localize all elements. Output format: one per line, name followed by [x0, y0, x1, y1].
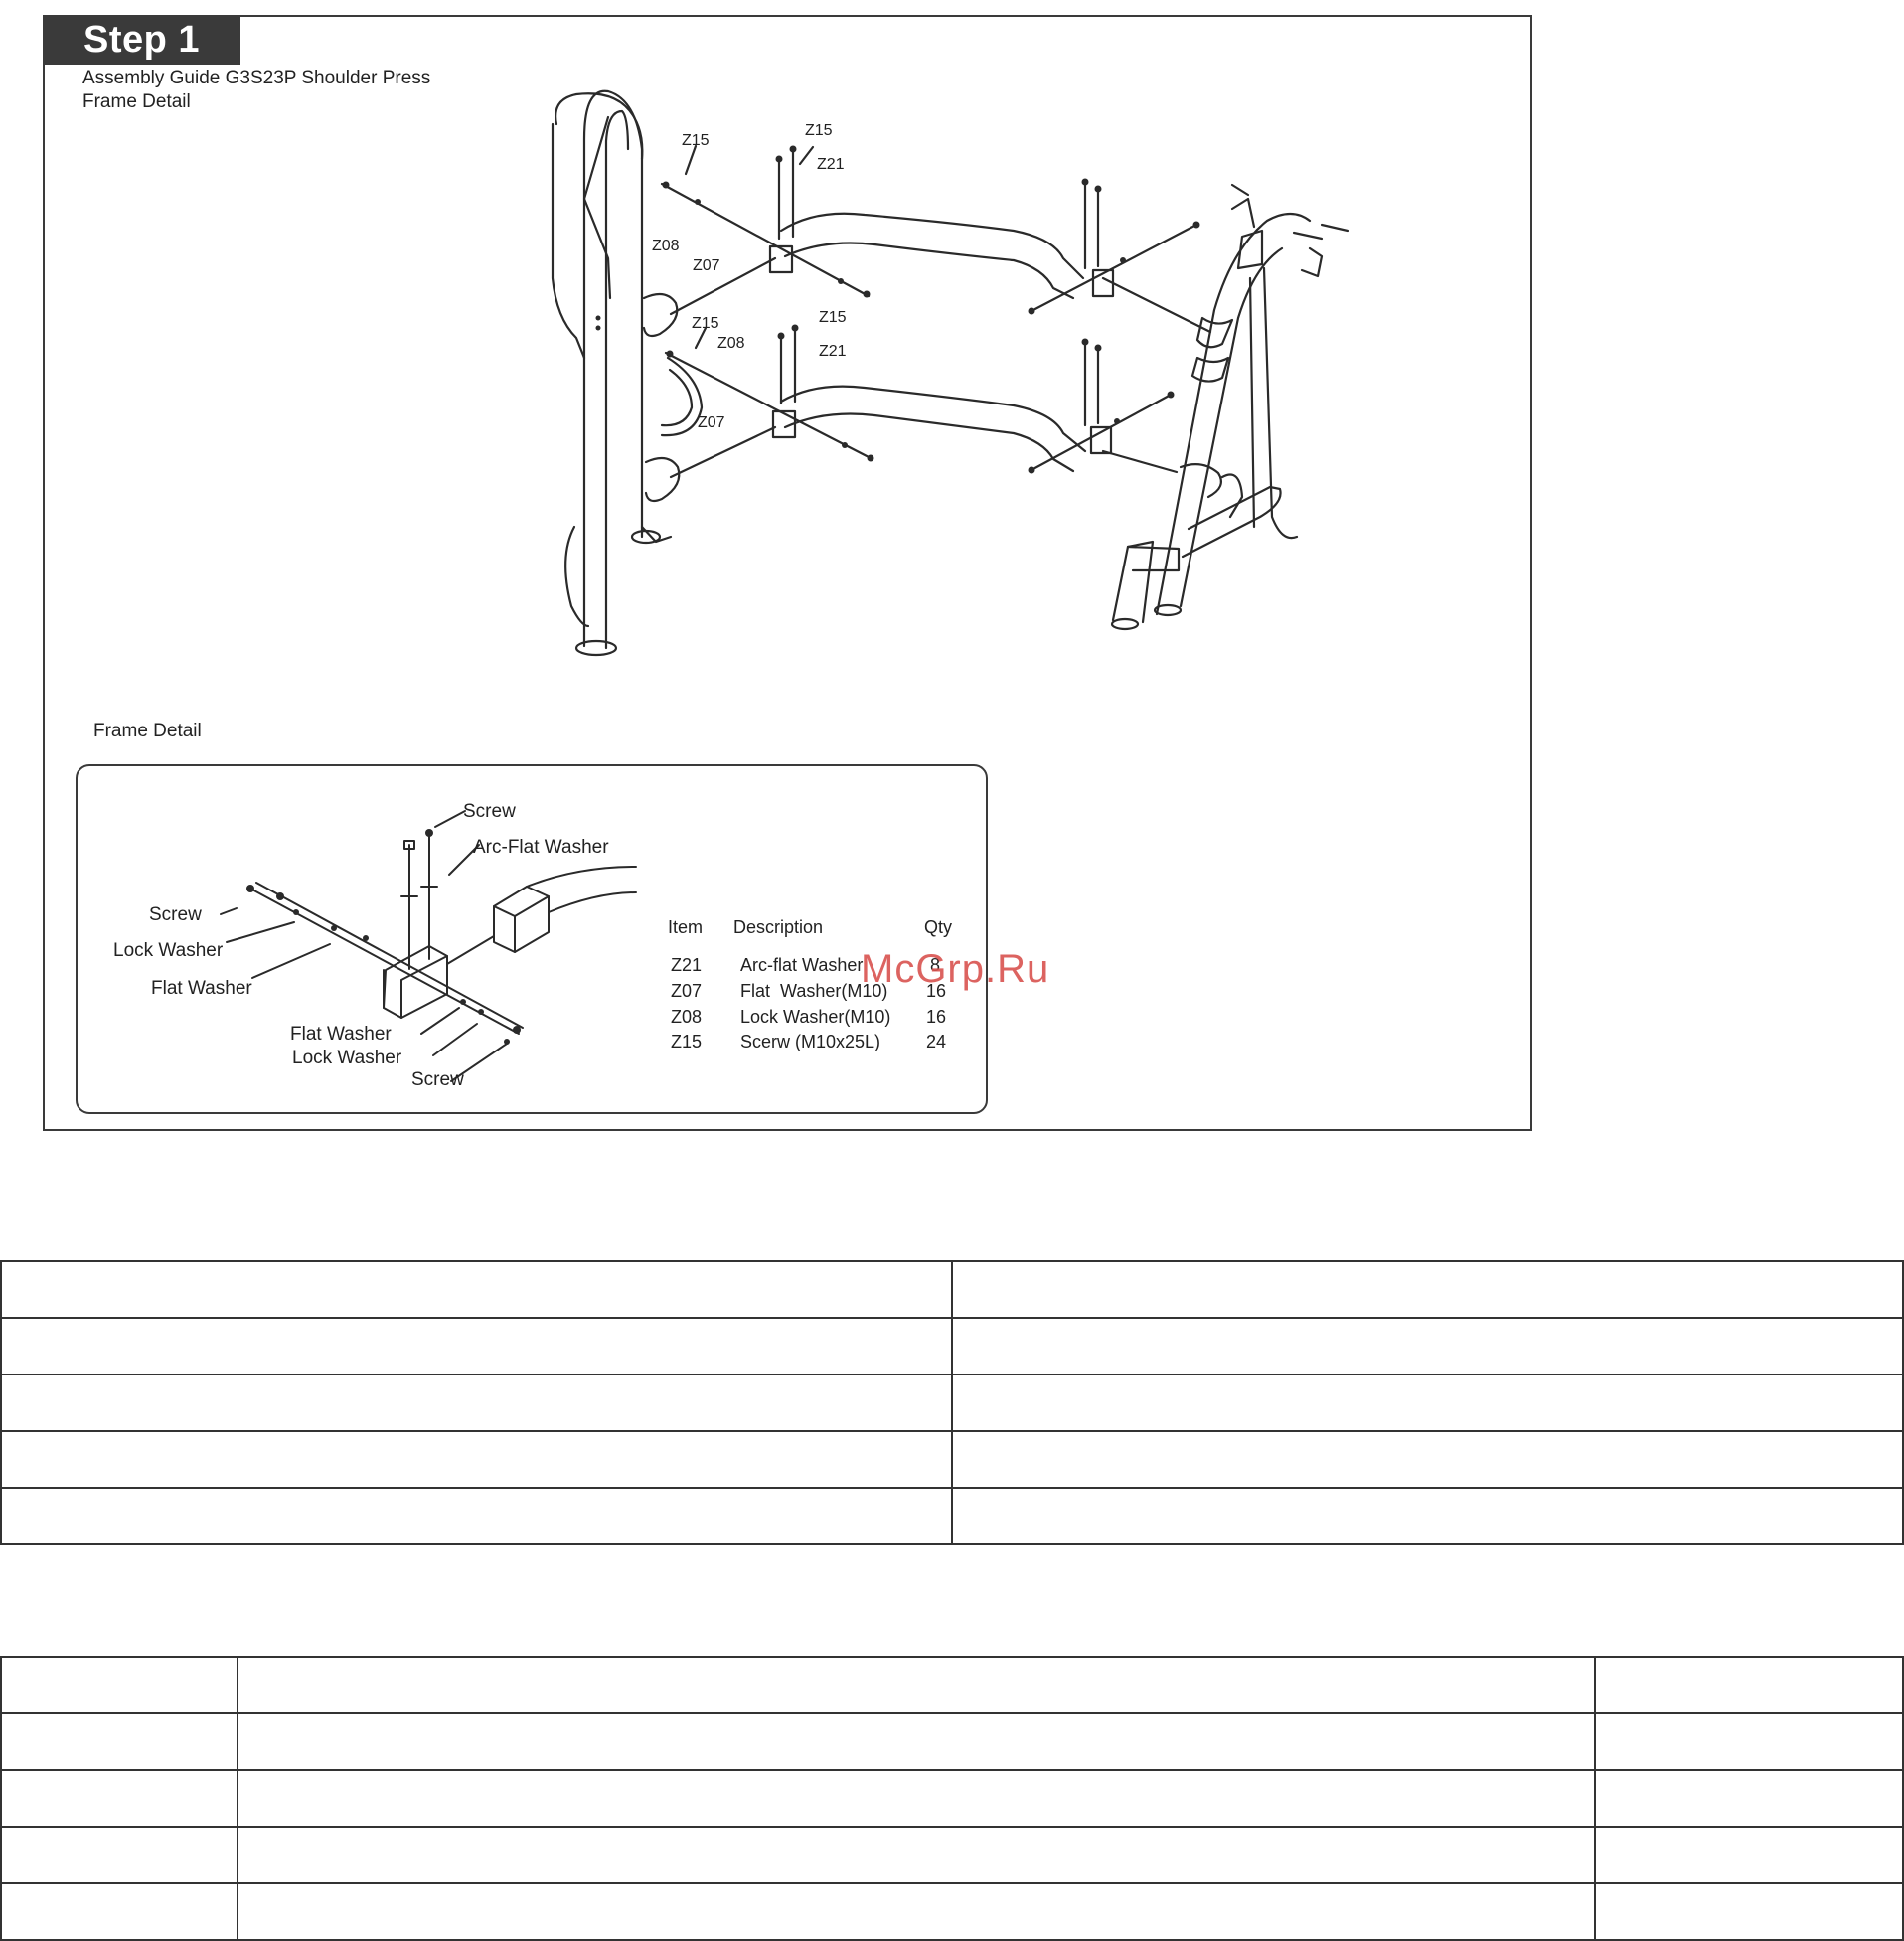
table-row	[0, 1430, 1904, 1489]
table-row	[0, 1374, 1904, 1432]
parts-header-description: Description	[733, 917, 824, 937]
callout-z15-a: Z15	[682, 132, 710, 149]
callout-z21-b: Z21	[819, 343, 847, 360]
detail-callout-flat-washer-left: Flat Washer	[151, 978, 252, 999]
table-row	[0, 1826, 1904, 1884]
detail-callout-lock-washer-left: Lock Washer	[113, 940, 224, 961]
lower-crossbar	[779, 385, 1087, 453]
callout-z07-a: Z07	[693, 257, 720, 274]
parts-row-2-qty: 16	[926, 981, 947, 1001]
parts-header-qty: Qty	[924, 917, 953, 937]
callout-z08-a: Z08	[652, 238, 680, 254]
callout-z07-b: Z07	[698, 414, 725, 431]
parts-row-1-qty: 8	[930, 955, 941, 975]
parts-row-2-item: Z07	[671, 981, 703, 1001]
subtitle-line-1: Assembly Guide G3S23P Shoulder Press	[82, 68, 431, 88]
parts-row-3-qty: 16	[926, 1007, 947, 1027]
detail-drawing	[220, 810, 637, 1082]
bolt-dots	[595, 145, 1200, 474]
step-panel	[43, 15, 1532, 1131]
callout-z15-c: Z15	[692, 315, 719, 332]
table-row	[0, 1260, 1904, 1319]
detail-callout-screw-left: Screw	[149, 904, 202, 925]
parts-header-item: Item	[668, 917, 704, 937]
empty-table-two-column	[0, 1260, 1904, 1545]
frame-detail-box	[76, 764, 988, 1114]
detail-bolt-dots	[246, 829, 521, 1045]
parts-row-1-item: Z21	[671, 955, 703, 975]
callout-z15-b: Z15	[805, 122, 833, 139]
callout-z21-a: Z21	[817, 156, 845, 173]
parts-row-2-desc: Flat Washer(M10)	[740, 981, 888, 1001]
detail-callouts: Screw Arc-Flat Washer Screw Lock Washer …	[113, 801, 609, 1090]
main-callouts: Z15 Z15 Z21 Z08 Z07 Z15 Z08 Z15 Z21 Z07	[652, 122, 847, 431]
table-row	[0, 1487, 1904, 1545]
left-upright	[582, 89, 644, 648]
upper-crossbar	[779, 212, 1085, 280]
subtitle-line-2: Frame Detail	[82, 91, 191, 112]
detail-callout-flat-washer-bottom: Flat Washer	[290, 1024, 392, 1045]
table-row	[0, 1882, 1904, 1941]
empty-table-three-column	[0, 1656, 1904, 1941]
right-frame	[1155, 212, 1312, 616]
parts-row-3-item: Z08	[671, 1007, 703, 1027]
parts-row-3-desc: Lock Washer(M10)	[740, 1007, 891, 1027]
callout-z15-d: Z15	[819, 309, 847, 326]
table-row	[0, 1317, 1904, 1375]
parts-row-4-desc: Scerw (M10x25L)	[740, 1032, 881, 1051]
detail-callout-screw-bottom: Screw	[411, 1069, 464, 1090]
table-row	[0, 1712, 1904, 1771]
detail-callout-lock-washer-bottom: Lock Washer	[292, 1048, 402, 1068]
watermark: McGrp.Ru	[861, 947, 1050, 991]
frame-detail-label: Frame Detail	[93, 721, 202, 741]
table-row	[0, 1656, 1904, 1714]
detail-callout-arc-flat-washer: Arc-Flat Washer	[473, 837, 609, 858]
detail-callout-screw-top: Screw	[463, 801, 516, 822]
parts-row-1-desc: Arc-flat Washer	[740, 955, 864, 975]
parts-row-4-qty: 24	[926, 1032, 947, 1051]
callout-z08-b: Z08	[717, 335, 745, 352]
table-row	[0, 1769, 1904, 1828]
step-badge: Step 1	[43, 15, 240, 65]
parts-row-4-item: Z15	[671, 1032, 703, 1051]
